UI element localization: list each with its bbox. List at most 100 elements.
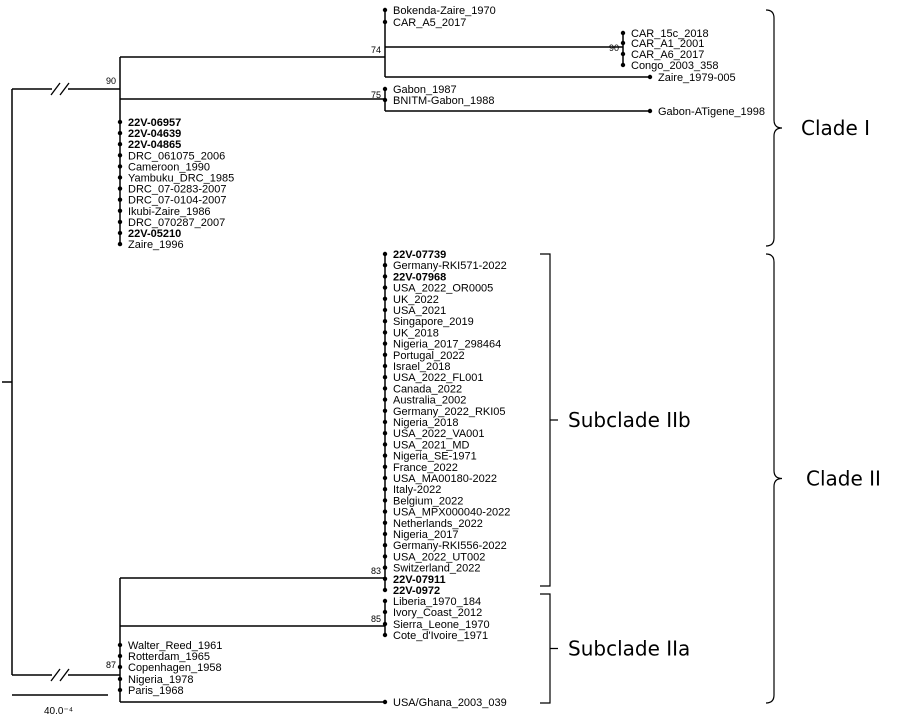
tip-node	[620, 51, 626, 57]
tip-node	[382, 386, 388, 391]
subclade-IIb-bracket	[540, 253, 558, 587]
taxon-label: Liberia_1970_184	[393, 596, 481, 608]
taxon-label: CAR_A5_2017	[393, 17, 466, 29]
tip-node	[382, 352, 388, 357]
tip-node	[620, 62, 626, 68]
tip-node	[382, 543, 388, 548]
taxon-label: Yambuku_DRC_1985	[128, 173, 234, 185]
taxon-label: 22V-06957	[128, 117, 181, 129]
taxon-label: Paris_1968	[128, 685, 184, 697]
tip-node	[382, 7, 388, 13]
taxon-label: Nigeria_1978	[128, 674, 193, 686]
taxon-label: Netherlands_2022	[393, 518, 483, 530]
taxon-label: DRC_07-0283-2007	[128, 184, 226, 196]
taxon-label: USA_2022_UT002	[393, 551, 485, 563]
clade-I-bracket	[765, 9, 783, 247]
taxon-label: Zaire_1996	[128, 239, 184, 251]
taxon-label: Israel_2018	[393, 361, 451, 373]
tip-node	[620, 40, 626, 46]
taxon-label: Nigeria_2017_298464	[393, 339, 501, 351]
tip-node	[117, 164, 123, 169]
tip-node	[382, 621, 388, 627]
tip-node	[117, 197, 123, 202]
taxon-label: UK_2018	[393, 327, 439, 339]
taxon-label: Australia_2002	[393, 395, 466, 407]
tip-node	[382, 330, 388, 335]
taxon-label: 22V-04865	[128, 139, 181, 151]
scale-bar-label: 40.0⁻⁴	[44, 706, 73, 717]
tree-tips	[117, 7, 653, 705]
tip-node	[382, 341, 388, 346]
tip-node	[382, 307, 388, 313]
taxon-label: Gabon-ATigene_1998	[658, 106, 765, 118]
tip-node	[382, 86, 388, 92]
taxon-label: Nigeria_2018	[393, 417, 458, 429]
tip-node	[117, 653, 123, 659]
taxon-label: Italy-2022	[393, 484, 441, 496]
taxon-label: Congo_2003_358	[631, 60, 718, 72]
taxon-label: Germany_2022_RKI05	[393, 406, 506, 418]
clade-brackets	[540, 9, 783, 704]
tip-node	[382, 509, 388, 514]
tip-node	[382, 419, 388, 425]
taxon-label: Germany-RKI556-2022	[393, 540, 507, 552]
tip-node	[382, 263, 388, 268]
taxon-label: USA_2022_OR0005	[393, 283, 493, 295]
tip-node	[117, 208, 123, 213]
tip-node	[382, 598, 388, 604]
axis-break-mark	[50, 82, 61, 96]
tip-node	[382, 609, 388, 615]
taxon-label: Singapore_2019	[393, 316, 474, 328]
tip-node	[117, 153, 123, 158]
taxon-label: 22V-07968	[393, 271, 446, 283]
tip-node	[382, 19, 388, 25]
bootstrap-value: 87	[106, 660, 116, 670]
taxon-label: Bokenda-Zaire_1970	[393, 5, 496, 17]
tip-node	[382, 699, 388, 705]
taxon-label: CAR_15c_2018	[631, 28, 709, 40]
taxon-label: USA_MPX000040-2022	[393, 507, 510, 519]
tip-node	[382, 587, 388, 593]
taxon-label: Canada_2022	[393, 383, 462, 395]
taxon-label: Ikubi-Zaire_1986	[128, 206, 211, 218]
taxon-label: USA/Ghana_2003_039	[393, 697, 507, 709]
tip-node	[382, 296, 388, 301]
taxon-label: DRC_061075_2006	[128, 150, 225, 162]
tip-node	[117, 642, 123, 648]
tip-node	[382, 554, 388, 559]
tip-node	[382, 475, 388, 481]
tip-node	[382, 632, 388, 638]
tip-node	[117, 130, 123, 136]
tip-node	[382, 251, 388, 257]
taxon-label: USA_2021_MD	[393, 439, 469, 451]
tip-node	[382, 363, 388, 369]
tip-node	[382, 375, 388, 380]
taxon-label: USA_MA00180-2022	[393, 473, 497, 485]
taxon-label: 22V-0972	[393, 585, 440, 597]
taxon-label: Ivory_Coast_2012	[393, 607, 482, 619]
tip-node	[382, 431, 388, 436]
tip-node	[382, 576, 388, 581]
tip-node	[117, 241, 123, 247]
bootstrap-value: 74	[371, 45, 381, 55]
tip-node	[117, 687, 123, 693]
subclade-IIb-label: Subclade IIb	[568, 408, 691, 432]
taxon-label: USA_2021	[393, 305, 446, 317]
tip-node	[382, 565, 388, 570]
taxon-label: CAR_A6_2017	[631, 49, 704, 61]
taxon-label: Copenhagen_1958	[128, 662, 222, 674]
taxon-label: Walter_Reed_1961	[128, 640, 222, 652]
taxon-label: France_2022	[393, 462, 458, 474]
tip-node	[382, 97, 388, 103]
tip-node	[647, 74, 653, 80]
tip-node	[382, 520, 388, 525]
tip-node	[117, 186, 123, 191]
axis-break-mark	[59, 82, 70, 96]
bootstrap-value: 90	[106, 76, 116, 86]
tip-node	[382, 285, 388, 290]
taxon-label: 22V-04639	[128, 128, 181, 140]
tip-node	[382, 397, 388, 402]
taxon-label: Cote_d'Ivoire_1971	[393, 630, 488, 642]
tip-node	[117, 175, 123, 180]
